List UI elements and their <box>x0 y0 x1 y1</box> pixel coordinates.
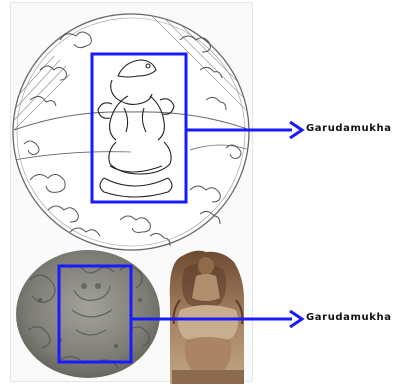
annotation-label-top: Garudamukha <box>306 123 392 134</box>
annotation-label-bottom: Garudamukha <box>306 312 392 323</box>
stone-medallion-photo <box>16 250 160 378</box>
sculpture-photo <box>170 251 244 384</box>
line-drawing-medallion <box>13 14 250 250</box>
